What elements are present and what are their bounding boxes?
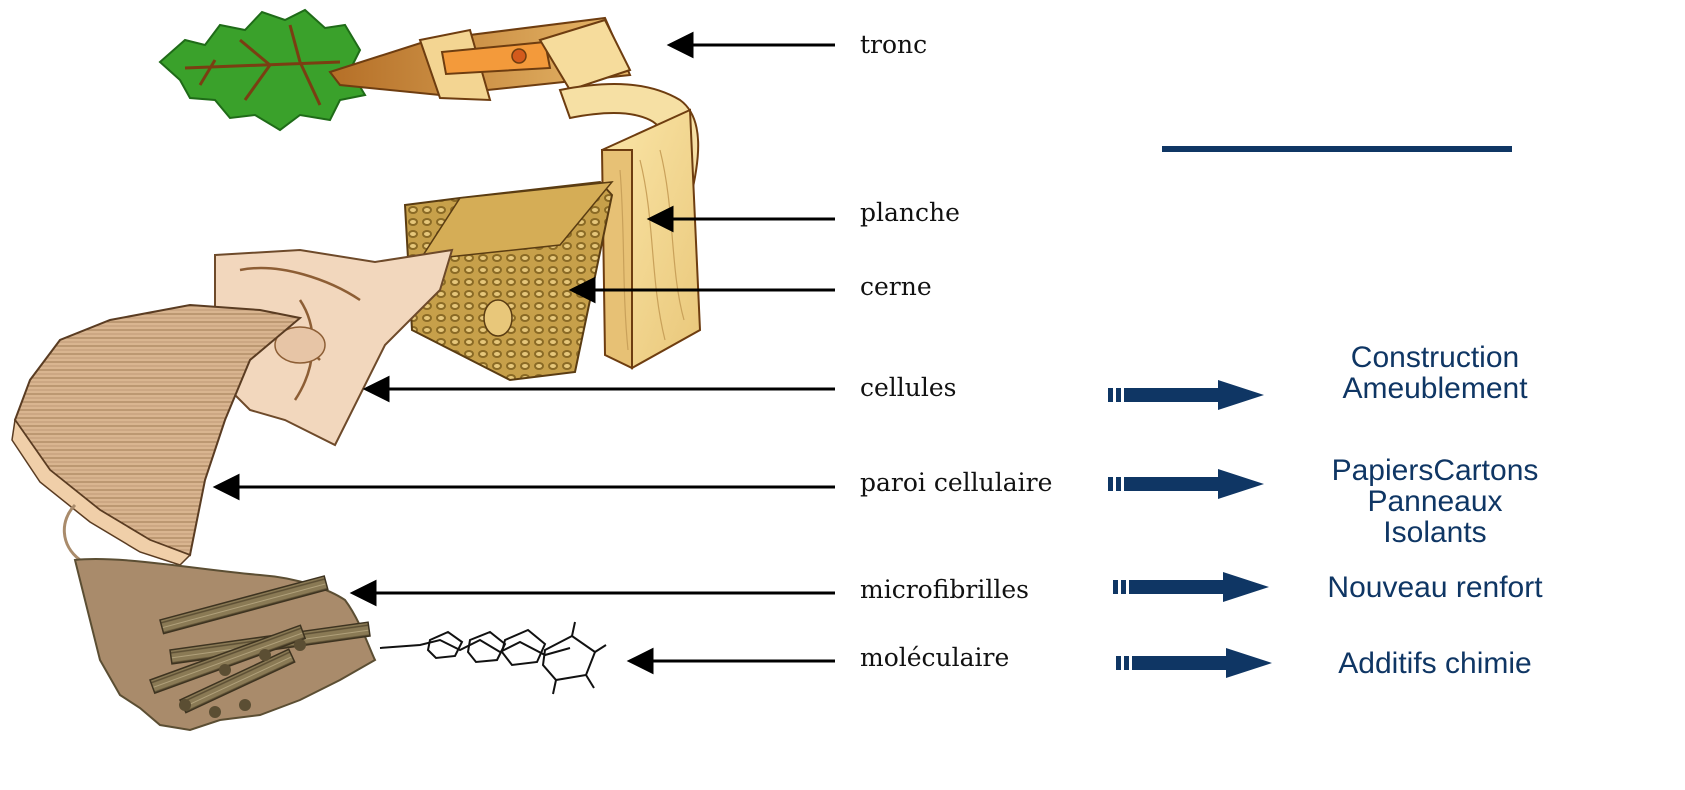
arrow-microfibrilles <box>353 582 835 604</box>
app-text-ameublement: Ameublement <box>1300 373 1570 404</box>
app-text-panneaux: Panneaux <box>1300 486 1570 517</box>
label-tronc: tronc <box>860 30 927 59</box>
applications-moleculaire: Additifs chimie <box>1300 648 1570 679</box>
arrow-cellules <box>366 378 835 400</box>
connector-strand <box>64 505 80 560</box>
arrow-moleculaire <box>630 650 835 672</box>
app-text-additifs-chimie: Additifs chimie <box>1300 648 1570 679</box>
app-text-isolants: Isolants <box>1300 517 1570 548</box>
label-paroi-cellulaire: paroi cellulaire <box>860 468 1052 497</box>
label-planche: planche <box>860 198 960 227</box>
app-arrow-microfibrilles <box>1113 572 1269 602</box>
microfibrils-illustration <box>75 559 375 730</box>
arrow-paroi <box>216 476 835 498</box>
plank-illustration <box>602 110 700 368</box>
cell-wall-illustration <box>12 305 300 565</box>
app-text-construction: Construction <box>1300 342 1570 373</box>
app-arrow-paroi <box>1108 469 1264 499</box>
label-microfibrilles: microfibrilles <box>860 575 1029 604</box>
applications-cellules: Construction Ameublement <box>1300 342 1570 404</box>
label-moleculaire: moléculaire <box>860 643 1009 672</box>
app-text-nouveau-renfort: Nouveau renfort <box>1300 572 1570 603</box>
molecular-chain-illustration <box>380 622 606 694</box>
arrow-tronc <box>670 34 835 56</box>
app-text-papierscartons: PapiersCartons <box>1300 455 1570 486</box>
applications-microfibrilles: Nouveau renfort <box>1300 572 1570 603</box>
label-cellules: cellules <box>860 373 957 402</box>
application-arrows <box>1108 380 1272 678</box>
app-arrow-cellules <box>1108 380 1264 410</box>
label-cerne: cerne <box>860 272 932 301</box>
app-arrow-moleculaire <box>1116 648 1272 678</box>
applications-paroi: PapiersCartons Panneaux Isolants <box>1300 455 1570 548</box>
